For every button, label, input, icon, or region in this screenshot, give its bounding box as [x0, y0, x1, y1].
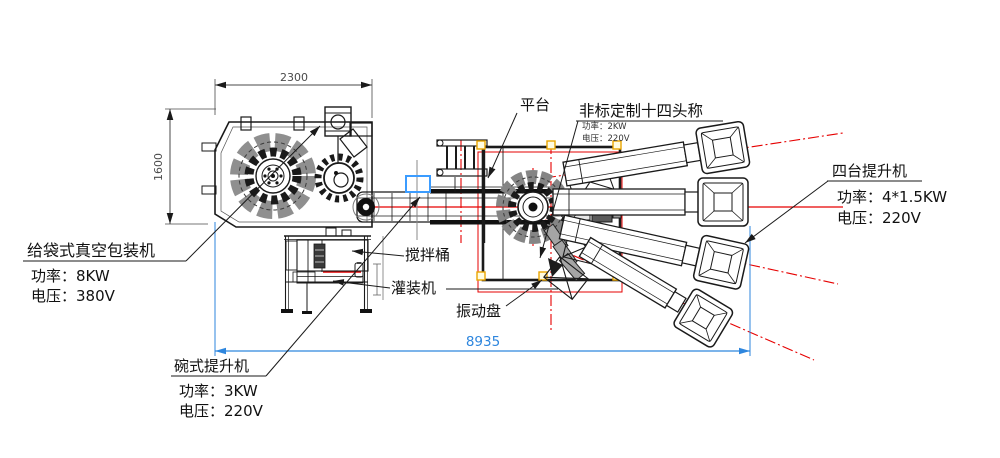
annotation-labels: 平台 非标定制十四头称 功率：2KW 电压：220V 四台提升机 功率：4*1.… [27, 96, 947, 420]
vacuum-drum [314, 153, 364, 203]
centerline-lifter-1 [544, 132, 844, 179]
label-lifters-voltage: 电压：220V [837, 209, 922, 227]
dim-2300-text: 2300 [280, 71, 308, 84]
lifter-4-hopper [673, 288, 734, 348]
dim-8935-text: 8935 [466, 334, 500, 350]
label-bowl-lifter: 碗式提升机 [174, 357, 249, 375]
label-packer: 给袋式真空包装机 [27, 241, 155, 260]
machine-corner-box [349, 122, 373, 137]
machine-post-1 [240, 116, 252, 131]
selection-highlight-box [405, 175, 431, 193]
dim-1600-text: 1600 [152, 153, 165, 181]
centerline-lifter-3 [544, 219, 839, 285]
conveyor-rail-top [430, 189, 563, 194]
label-bowl-lifter-power: 功率：3KW [179, 382, 258, 400]
lifter-2-hopper [697, 177, 749, 227]
label-packer-power: 功率：8KW [31, 267, 110, 285]
packaging-machine [201, 106, 373, 228]
lifter-2 [552, 177, 749, 227]
label-bowl-lifter-voltage: 电压：220V [179, 402, 264, 420]
machine-tab-1 [201, 142, 217, 152]
rotary-turret [230, 133, 316, 219]
lifter-3 [558, 214, 750, 290]
leader-lifters [744, 180, 829, 244]
leader-scale [539, 120, 579, 259]
mixing-tank-unit [281, 227, 384, 314]
bowl-feeder [543, 223, 586, 282]
label-lifters: 四台提升机 [832, 162, 907, 180]
lifter-3-hopper [692, 234, 750, 290]
lifter-4 [578, 236, 734, 348]
dimension-1600: 1600 [152, 108, 216, 225]
label-scale-power: 功率：2KW [582, 121, 627, 132]
label-lifters-power: 功率：4*1.5KW [837, 188, 947, 206]
filler-shelf [296, 270, 364, 284]
leader-platform [487, 112, 518, 179]
leader-vibrator [505, 279, 543, 307]
conveyor-rail-bottom [430, 220, 563, 225]
dimension-8935: 8935 [214, 222, 751, 356]
leader-packer [185, 125, 321, 262]
label-filler: 灌装机 [391, 279, 436, 297]
lifter-1-hopper [695, 120, 751, 175]
dimension-2300: 2300 [214, 71, 373, 118]
machine-outline [214, 121, 373, 228]
label-packer-voltage: 电压：380V [31, 287, 116, 305]
label-scale: 非标定制十四头称 [579, 102, 703, 120]
lifter-1 [562, 120, 751, 187]
machine-inner-outline [220, 126, 368, 223]
machine-post-2 [293, 116, 305, 131]
label-mixer: 搅拌桶 [405, 246, 450, 264]
bowl-feeder-wedge [548, 258, 563, 277]
angled-chute [339, 128, 368, 158]
leader-mixer [351, 248, 405, 257]
label-vibrator: 振动盘 [456, 302, 501, 320]
leader-lines [23, 112, 922, 377]
label-platform: 平台 [520, 96, 550, 114]
leader-bowl-lifter [265, 196, 421, 377]
turret-bolts [263, 167, 283, 185]
bowl-lifter-ring [352, 193, 380, 221]
label-scale-voltage: 电压：220V [582, 133, 630, 144]
bag-feed-unit [324, 106, 368, 170]
leader-filler [332, 279, 391, 289]
machine-tab-2 [201, 185, 217, 195]
